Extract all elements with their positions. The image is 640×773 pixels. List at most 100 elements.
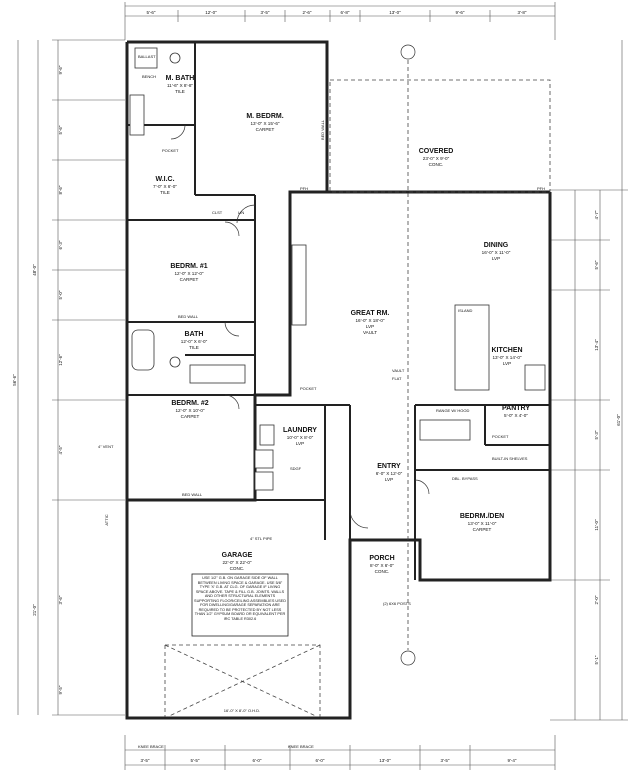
room-dining: DINING [484, 242, 509, 249]
room-garage-size: 22'-0" X 22'-0" [222, 560, 251, 565]
dim-bottom-3: 6'-0" [253, 758, 262, 763]
room-bedrm1-size: 12'-0" X 12'-0" [174, 271, 203, 276]
room-garage-finish: CONC. [230, 566, 245, 571]
vent-label: 4" VENT [98, 444, 114, 449]
door-bedrm1 [224, 221, 240, 237]
room-bedrm1: BEDRM. #1 [170, 263, 207, 270]
room-porch-size: 8'-0" X 6'-0" [370, 563, 394, 568]
dim-right-7: 5'-1" [594, 655, 599, 664]
bed-wall-label-1: BED WALL [320, 119, 325, 140]
garage-note-box [191, 573, 289, 637]
dim-left-9: 9'-5" [58, 685, 63, 694]
room-bedrm-den: BEDRM./DEN [460, 513, 504, 520]
dim-left-8: 3'-6" [58, 595, 63, 604]
dim-left-5: 5'-0" [58, 290, 63, 299]
room-kitchen: KITCHEN [491, 347, 522, 354]
sdgf-label: SDGF [290, 466, 302, 471]
room-dining-finish: LVP [492, 256, 500, 261]
dim-left-3: 8'-6" [58, 185, 63, 194]
dim-bottom-2: 5'-5" [191, 758, 200, 763]
room-bedrm2: BEDRM. #2 [171, 400, 208, 407]
room-entry: ENTRY [377, 463, 401, 470]
room-wic-finish: TILE [160, 190, 170, 195]
dryer [254, 471, 274, 491]
door-bedrm2 [224, 394, 240, 410]
door-entry [349, 509, 369, 529]
room-bedrm1-finish: CARPET [180, 277, 199, 282]
room-bedrm-den-finish: CARPET [473, 527, 492, 532]
dim-overall-left-1: 48'-0" [32, 264, 37, 276]
pocket-label-1: POCKET [162, 148, 179, 153]
toilet-bath [169, 356, 181, 368]
room-kitchen-finish: LVP [503, 361, 511, 366]
room-covered-finish: CONC. [429, 162, 444, 167]
room-wic: W.I.C. [155, 176, 174, 183]
dim-top-1: 5'-6" [147, 10, 156, 15]
room-great-rm-ceiling: VAULT [363, 330, 377, 335]
section-marker-bottom-icon [400, 650, 416, 666]
knee-brace-left-label: KNEE BRACE [138, 744, 164, 749]
room-garage: GARAGE [222, 552, 253, 559]
room-bedrm2-size: 12'-0" X 10'-0" [175, 408, 204, 413]
door-bath [224, 321, 240, 337]
knee-brace-right-label: KNEE BRACE [288, 744, 314, 749]
laundry-sink [259, 424, 275, 446]
bath-vanity [189, 364, 246, 384]
dim-right-2: 5'-6" [594, 260, 599, 269]
room-wic-size: 7'-0" X 6'-0" [153, 184, 177, 189]
dim-overall-left-2: 56'-6" [12, 374, 17, 386]
dim-top-4: 2'-6" [303, 10, 312, 15]
bathtub [131, 329, 155, 371]
right-dimensions: 4'-7" 5'-6" 13'-4" 5'-3" 11'-0" 2'-0" 5'… [550, 40, 628, 721]
washer [254, 449, 274, 469]
dim-top-2: 12'-0" [205, 10, 217, 15]
room-laundry-finish: LVP [296, 441, 304, 446]
vault-label: VAULT [392, 368, 405, 373]
door-mbedrm [236, 204, 256, 224]
room-laundry: LAUNDRY [283, 427, 317, 434]
dim-overall-left-3: 21'-0" [32, 604, 37, 616]
garage-door: 16'-0" X 8'-0" O.H.D. [160, 644, 325, 719]
room-entry-size: 6'-0" X 12'-0" [376, 471, 403, 476]
room-bath-size: 12'-0" X 6'-0" [181, 339, 208, 344]
dim-right-1: 4'-7" [594, 210, 599, 219]
room-bath: BATH [185, 331, 204, 338]
master-vanity [129, 94, 145, 136]
dim-overall-right: 61'-0" [616, 414, 621, 426]
kitchen-island [454, 304, 490, 391]
dim-left-1: 9'-6" [58, 65, 63, 74]
room-bath-finish: TILE [189, 345, 199, 350]
room-covered-size: 23'-0" X 9'-0" [423, 156, 450, 161]
room-m-bedrm: M. BEDRM. [246, 113, 283, 120]
dim-left-6: 12'-6" [58, 354, 63, 366]
built-in-shelves-label: BUILT-IN SHELVES [492, 456, 528, 461]
toilet-master [169, 52, 181, 64]
ballast-label: BALLAST [138, 54, 156, 59]
dim-bottom-4: 6'-0" [316, 758, 325, 763]
fireplace [291, 244, 307, 326]
room-entry-finish: LVP [385, 477, 393, 482]
room-porch: PORCH [369, 555, 394, 562]
room-m-bath-finish: TILE [175, 89, 185, 94]
room-bedrm-den-size: 13'-0" X 11'-0" [468, 521, 497, 526]
interior-walls [127, 42, 550, 580]
fixtures [129, 47, 546, 491]
room-m-bath-size: 11'-6" X 8'-8" [167, 83, 193, 88]
misc-labels: POCKET POCKET POCKET BED WALL BED WALL B… [98, 54, 545, 749]
dim-right-6: 2'-0" [594, 595, 599, 604]
dim-bottom-6: 3'-5" [441, 758, 450, 763]
room-covered: COVERED [419, 148, 454, 155]
lin-label: LIN [238, 210, 244, 215]
room-porch-finish: CONC. [375, 569, 390, 574]
bed-wall-label-2: BED WALL [178, 314, 199, 319]
dim-bottom-5: 13'-0" [379, 758, 391, 763]
range-hood-label: RANGE W/ HOOD [436, 408, 469, 413]
room-labels: M. BATH 11'-6" X 8'-8" TILE M. BEDRM. 13… [153, 75, 530, 574]
dim-right-5: 11'-0" [594, 519, 599, 531]
covered-patio-outline [329, 79, 551, 193]
room-pantry-size: 5'-0" X 4'-0" [504, 413, 528, 418]
top-dimensions: 5'-6" 12'-0" 3'-5" 2'-6" 6'-8" 13'-0" 9'… [124, 2, 556, 40]
room-m-bedrm-finish: CARPET [256, 127, 275, 132]
pocket-label-2: POCKET [300, 386, 317, 391]
